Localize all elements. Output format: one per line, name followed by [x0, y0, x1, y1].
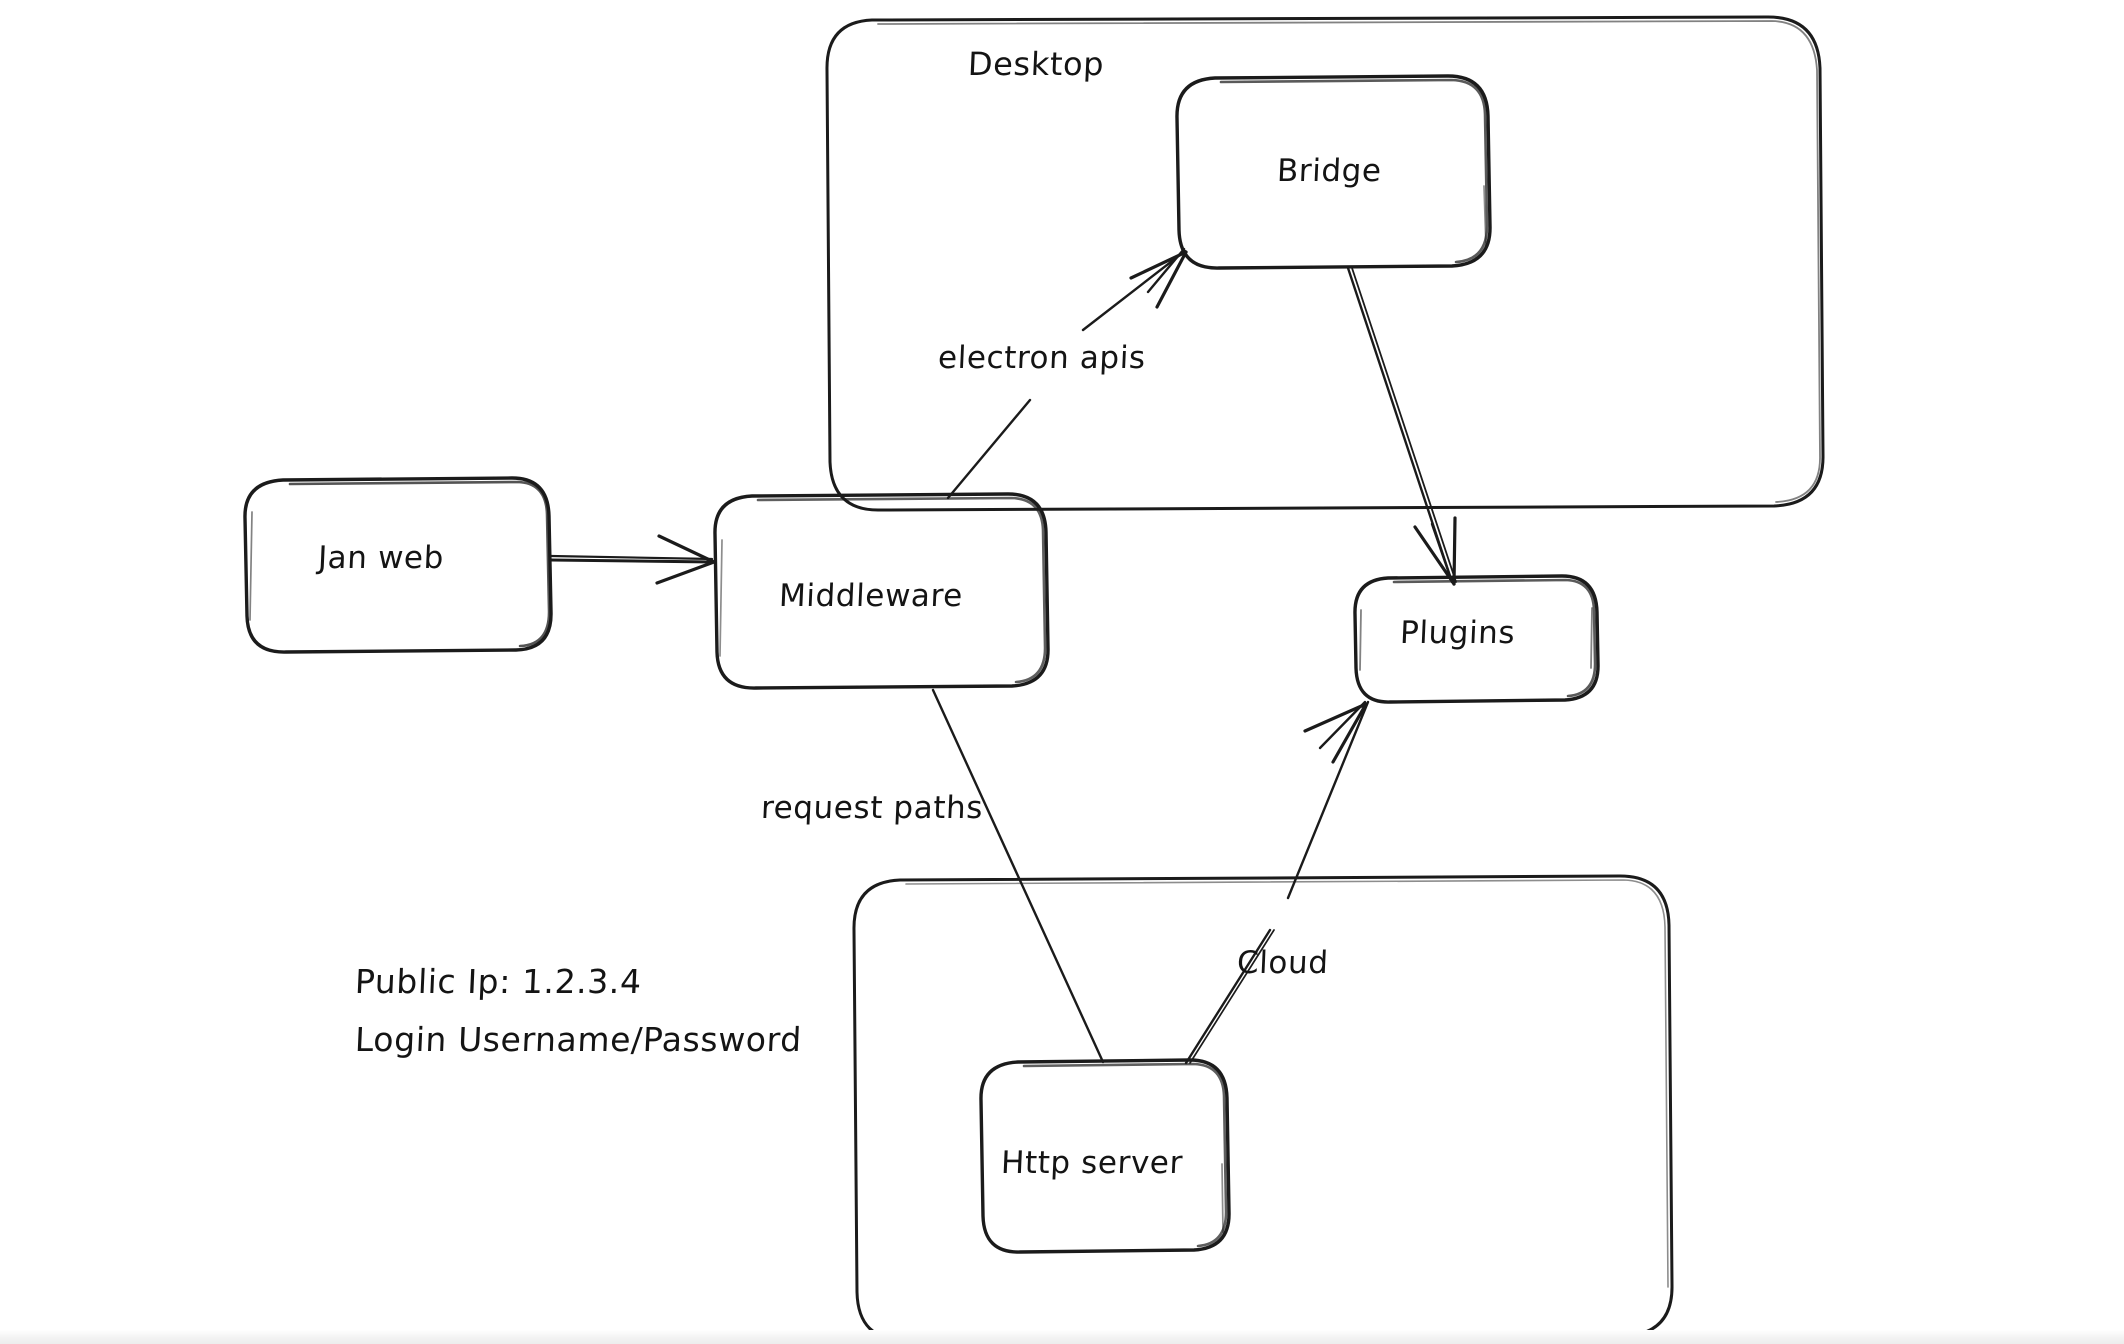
edge-label-electron-apis: electron apis	[937, 340, 1147, 376]
node-plugins-outline	[1353, 574, 1600, 704]
node-middleware-outline	[713, 492, 1050, 690]
note-public-ip: Public Ip: 1.2.3.4	[354, 962, 643, 1001]
note-login-credentials: Login Username/Password	[354, 1020, 803, 1059]
edge-middleware-to-http-server	[931, 688, 1105, 1064]
node-label-bridge: Bridge	[1276, 153, 1383, 189]
node-jan-web-outline	[243, 476, 553, 654]
node-label-plugins: Plugins	[1399, 615, 1517, 651]
group-desktop-outline	[825, 15, 1825, 512]
edge-label-cloud: Cloud	[1236, 945, 1330, 981]
edge-jan-web-to-middleware	[549, 534, 716, 585]
node-http-server-outline	[979, 1058, 1231, 1254]
edge-middleware-to-bridge	[946, 247, 1188, 500]
edge-label-request-paths: request paths	[760, 790, 984, 826]
node-label-middleware: Middleware	[778, 578, 964, 614]
group-label-desktop: Desktop	[967, 45, 1106, 83]
edge-http-server-to-plugins	[1184, 700, 1370, 1065]
node-bridge-outline	[1175, 74, 1492, 270]
edge-bridge-to-plugins	[1346, 266, 1457, 586]
bottom-gradient-band	[0, 1330, 2124, 1344]
node-label-jan-web: Jan web	[317, 540, 445, 576]
node-label-http-server: Http server	[1000, 1145, 1184, 1181]
